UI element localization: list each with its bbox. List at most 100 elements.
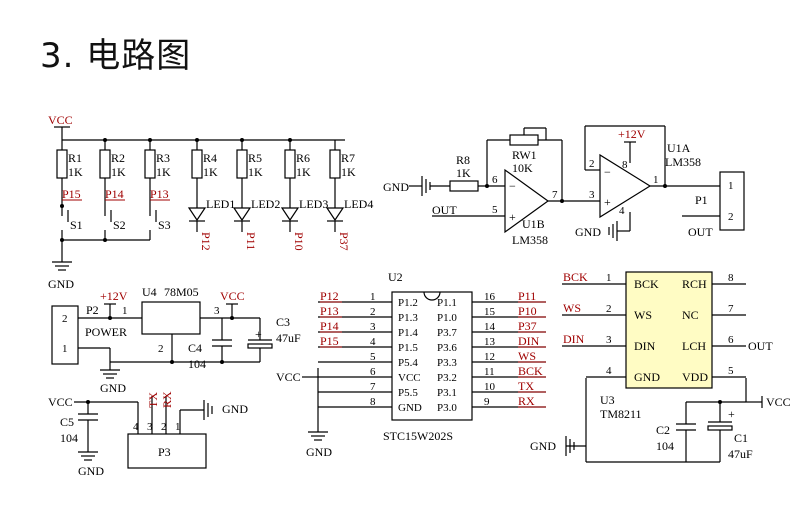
u2-pin-name: P3.3 bbox=[437, 357, 457, 369]
s3-ref: S3 bbox=[158, 218, 171, 232]
c4-value: 104 bbox=[188, 357, 206, 371]
u2-net-label: DIN bbox=[518, 334, 540, 348]
u2-pin-number: 8 bbox=[370, 396, 376, 408]
out-output-label: OUT bbox=[688, 225, 713, 239]
u3-pin-number: 6 bbox=[728, 334, 734, 346]
u1a-pin1: 1 bbox=[653, 174, 659, 186]
led-branch-4: R7 1K LED4 P37 bbox=[325, 140, 373, 251]
r5-value: 1K bbox=[248, 165, 263, 179]
svg-text:+: + bbox=[728, 407, 735, 421]
u1a-pin8: 8 bbox=[622, 159, 628, 171]
resistor-r5 bbox=[236, 149, 248, 179]
c3-ref: C3 bbox=[276, 315, 290, 329]
gnd-label-p3-right: GND bbox=[222, 402, 248, 416]
u2-pin-number: 7 bbox=[370, 381, 376, 393]
u2-pin-number: 15 bbox=[484, 306, 496, 318]
resistor-r6 bbox=[284, 149, 296, 179]
c1-value: 47uF bbox=[728, 447, 753, 461]
u3-ref: U3 bbox=[600, 393, 615, 407]
u2-net-label: P15 bbox=[320, 334, 339, 348]
p2-pin2: 2 bbox=[62, 313, 68, 325]
u2-net-label: RX bbox=[518, 394, 535, 408]
r7-ref: R7 bbox=[341, 151, 355, 165]
connector-p3 bbox=[127, 433, 207, 469]
led1-icon bbox=[187, 207, 207, 222]
svg-text:+: + bbox=[255, 327, 262, 341]
u3-net-label: DIN bbox=[563, 332, 585, 346]
gnd-symbol-1 bbox=[52, 258, 72, 271]
u2-pin-name: P1.1 bbox=[437, 297, 457, 309]
r6-ref: R6 bbox=[296, 151, 310, 165]
u3-pin-number: 7 bbox=[728, 303, 734, 315]
gnd-label-u3: GND bbox=[530, 439, 556, 453]
u1a-pin4: 4 bbox=[619, 205, 625, 217]
u2-pin-name: P1.4 bbox=[398, 327, 418, 339]
page-title: 3. 电路图 bbox=[40, 36, 192, 76]
u2-net-label: BCK bbox=[518, 364, 543, 378]
plus12v-power: +12V bbox=[100, 289, 128, 303]
u1a-pin3: 3 bbox=[589, 189, 595, 201]
u3-pin-number: 1 bbox=[606, 272, 612, 284]
gnd-label-u2: GND bbox=[306, 445, 332, 459]
r8-ref: R8 bbox=[456, 153, 470, 167]
u3-net-label: BCK bbox=[563, 270, 588, 284]
u2-pin-name: P3.6 bbox=[437, 342, 457, 354]
net-p11-led: P11 bbox=[244, 232, 258, 250]
pullup-branch-2: R2 1K P14 S2 bbox=[99, 140, 126, 240]
u2-ref: U2 bbox=[388, 270, 403, 284]
out-input-label: OUT bbox=[432, 203, 457, 217]
u3-out-label: OUT bbox=[748, 339, 773, 353]
net-p15-label: P15 bbox=[62, 187, 81, 201]
p1-ref: P1 bbox=[695, 193, 708, 207]
u2-pin-number: 10 bbox=[484, 381, 496, 393]
resistor-r4 bbox=[191, 149, 203, 179]
u2-pin-number: 5 bbox=[370, 351, 376, 363]
u2-pin-name: P3.1 bbox=[437, 387, 457, 399]
u1a-pin2: 2 bbox=[589, 158, 595, 170]
u4-pin2: 2 bbox=[158, 343, 164, 355]
vcc-p3-label: VCC bbox=[48, 395, 73, 409]
vcc-label: VCC bbox=[48, 113, 73, 127]
u1a-part: LM358 bbox=[665, 155, 701, 169]
led4-ref: LED4 bbox=[344, 197, 373, 211]
led1-ref: LED1 bbox=[206, 197, 235, 211]
u3-pin-1: 1 BCK BCK bbox=[562, 270, 659, 291]
u2-pin-name: P3.7 bbox=[437, 327, 457, 339]
c2-value: 104 bbox=[656, 439, 674, 453]
net-p10-led: P10 bbox=[292, 232, 306, 251]
resistor-r3 bbox=[144, 149, 156, 179]
u3-pin-number: 8 bbox=[728, 272, 734, 284]
svg-text:+: + bbox=[509, 210, 516, 224]
u2-pin-name: P5.4 bbox=[398, 357, 418, 369]
svg-text:−: − bbox=[604, 165, 611, 179]
resistor-r7 bbox=[329, 149, 341, 179]
u2-pin-name: VCC bbox=[398, 372, 421, 384]
rx-p3: RX bbox=[160, 391, 174, 408]
resistor-r1 bbox=[56, 149, 68, 179]
u2-pin-number: 6 bbox=[370, 366, 376, 378]
led-branch-1: R4 1K LED1 P12 bbox=[187, 140, 235, 251]
c5-ref: C5 bbox=[60, 415, 74, 429]
p2-pin1: 1 bbox=[62, 343, 68, 355]
tx-p3: TX bbox=[146, 392, 160, 408]
net-p37-led: P37 bbox=[337, 232, 351, 251]
gnd-label-u1a: GND bbox=[575, 225, 601, 239]
u2-vcc-label: VCC bbox=[276, 370, 301, 384]
u3-pin-name: BCK bbox=[634, 277, 659, 291]
r2-value: 1K bbox=[111, 165, 126, 179]
gnd-label-1: GND bbox=[48, 277, 74, 291]
p3-pin1: 1 bbox=[175, 421, 181, 433]
u2-pin-number: 12 bbox=[484, 351, 495, 363]
r4-value: 1K bbox=[203, 165, 218, 179]
